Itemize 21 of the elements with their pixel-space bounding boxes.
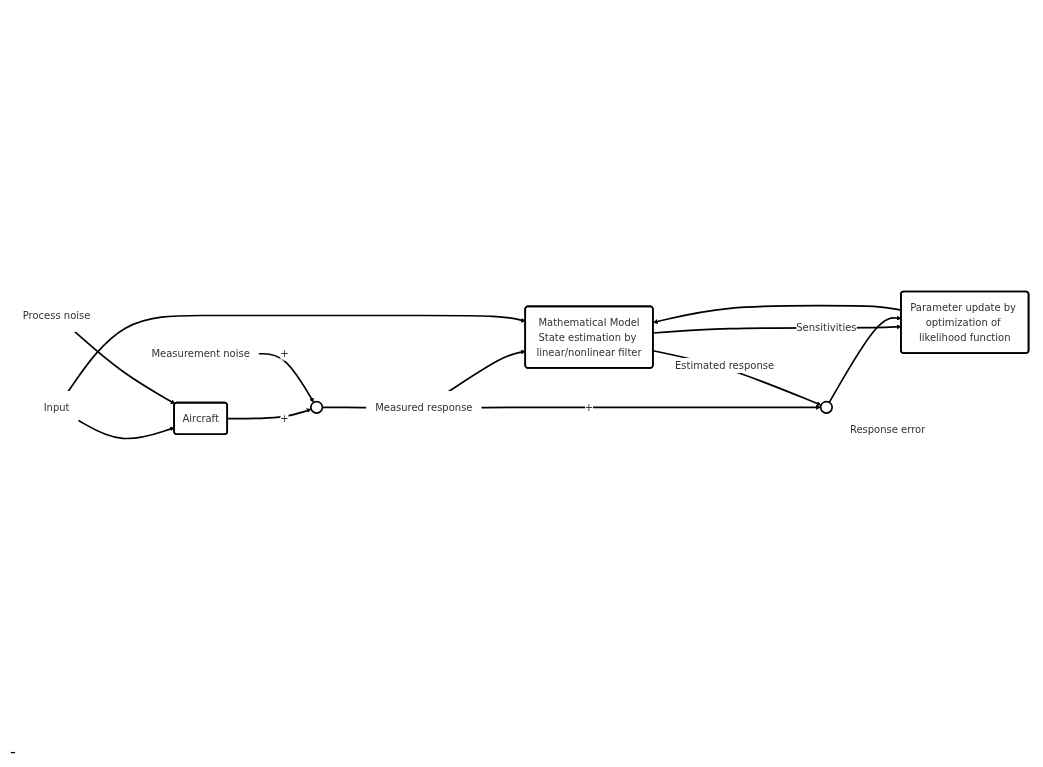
node-text: Input — [43, 401, 70, 414]
node-text: Process noise — [22, 309, 91, 322]
arrow — [652, 349, 822, 406]
arrow — [73, 330, 176, 405]
connector — [321, 406, 368, 409]
edge-label: Sensitivities — [796, 322, 857, 334]
edge-label: + — [280, 412, 289, 425]
node-label: Response error — [849, 423, 926, 436]
arrow — [67, 314, 526, 393]
edge-label: + — [584, 401, 594, 414]
node-text: Measured response — [375, 401, 473, 414]
node-circle — [819, 400, 833, 414]
edge-label: + — [280, 347, 289, 360]
node-circle — [310, 400, 324, 414]
edge-label: Estimated response — [675, 359, 775, 372]
arrow — [447, 349, 526, 393]
arrow — [257, 352, 314, 403]
arrow — [480, 404, 821, 410]
arrow — [77, 419, 175, 440]
node-text: Measurement noise — [151, 347, 250, 360]
sign-label: - — [10, 742, 16, 761]
